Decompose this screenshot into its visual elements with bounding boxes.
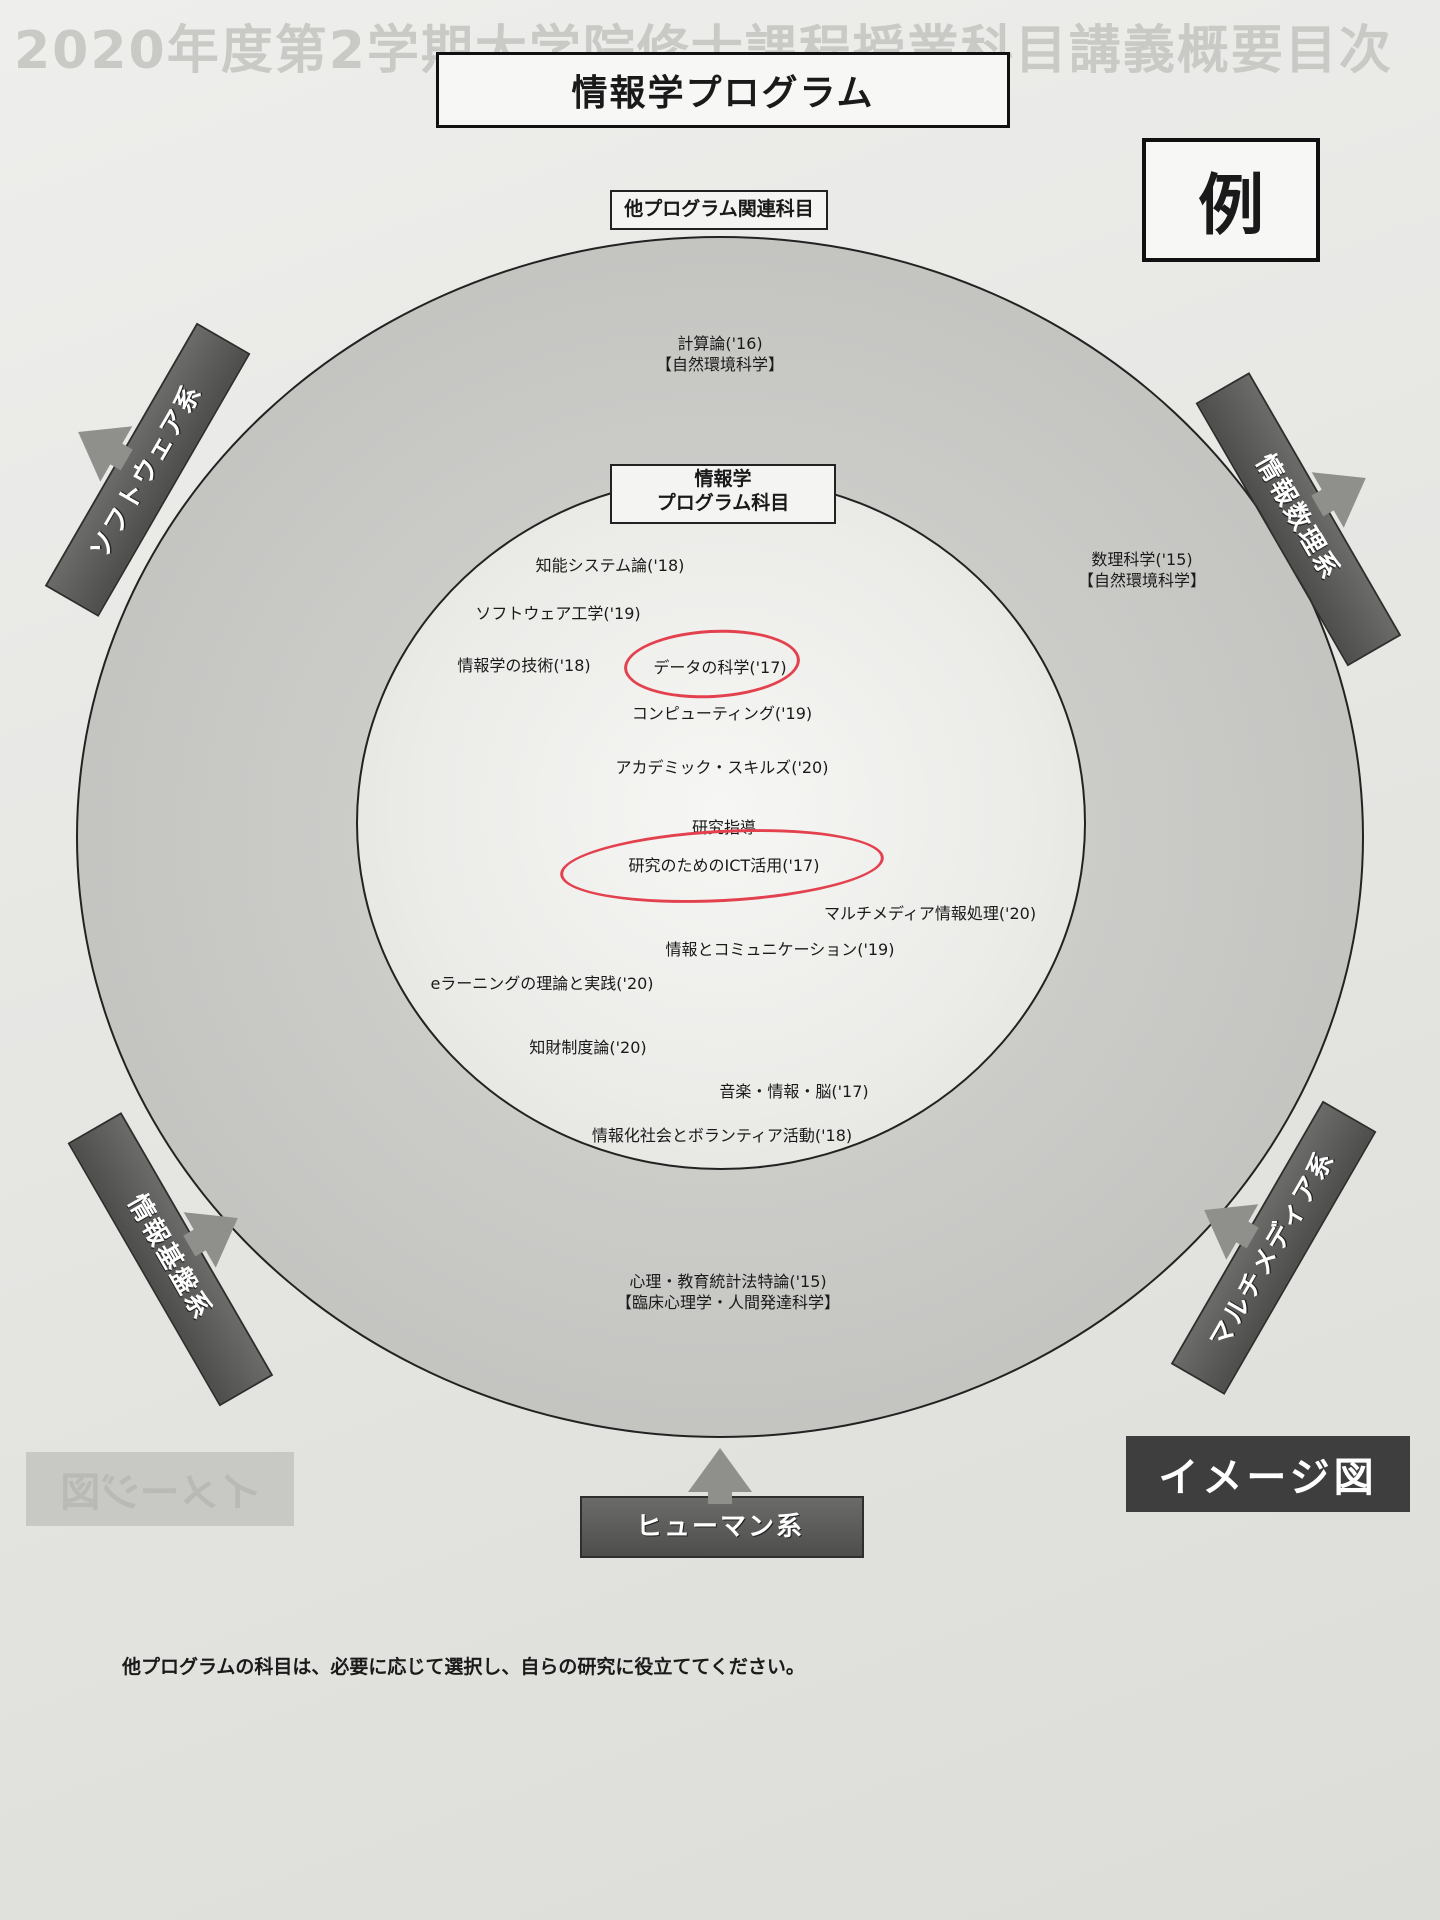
example-mark: 例	[1142, 138, 1320, 262]
course-program: 【自然環境科学】	[655, 354, 785, 374]
outer-ring-label: 他プログラム関連科目	[610, 190, 828, 230]
inner-ring-label: 情報学 プログラム科目	[610, 464, 836, 524]
inner-course: マルチメディア情報処理('20)	[823, 904, 1037, 923]
outer-course-shinri-kyoiku-tokei: 心理・教育統計法特論('15) 【臨床心理学・人間発達科学】	[616, 1272, 840, 1314]
course-name: 心理・教育統計法特論('15)	[629, 1272, 827, 1291]
arrow-head-icon	[688, 1448, 752, 1492]
page-title: 情報学プログラム	[436, 52, 1010, 128]
inner-course: 情報化社会とボランティア活動('18)	[591, 1126, 853, 1145]
inner-course: 知能システム論('18)	[535, 556, 685, 575]
inner-course-highlighted: データの科学('17)	[653, 658, 787, 677]
footer-note: 他プログラムの科目は、必要に応じて選択し、自らの研究に役立ててください。	[122, 1656, 805, 1678]
inner-course: 情報とコミュニケーション('19)	[665, 940, 895, 959]
inner-course-highlighted: 研究のためのICT活用('17)	[628, 856, 820, 875]
inner-ring-label-line1: 情報学	[694, 468, 752, 490]
outer-course-keisanron: 計算論('16) 【自然環境科学】	[656, 334, 784, 376]
system-label: ヒューマン系	[635, 1511, 804, 1542]
inner-course: コンピューティング('19)	[631, 704, 813, 723]
course-program: 【臨床心理学・人間発達科学】	[615, 1292, 841, 1312]
image-label: イメージ図	[1126, 1436, 1410, 1512]
inner-course: アカデミック・スキルズ('20)	[615, 758, 829, 777]
image-label-bleed-through: イメージ図	[26, 1452, 294, 1526]
course-program: 【自然環境科学】	[1077, 570, 1207, 590]
inner-course: eラーニングの理論と実践('20)	[430, 974, 654, 993]
course-name: 数理科学('15)	[1091, 550, 1193, 569]
arrow-stem	[708, 1490, 732, 1504]
course-name: 計算論('16)	[677, 334, 763, 353]
inner-course: ソフトウェア工学('19)	[475, 604, 641, 623]
inner-course: 音楽・情報・脳('17)	[719, 1082, 869, 1101]
arrow-human-system: ヒューマン系	[580, 1448, 864, 1570]
inner-circle-program-courses	[356, 476, 1086, 1170]
inner-course: 研究指導	[691, 818, 757, 837]
inner-course: 情報学の技術('18)	[457, 656, 591, 675]
inner-course: 知財制度論('20)	[529, 1038, 647, 1057]
inner-ring-label-line2: プログラム科目	[656, 491, 790, 514]
outer-course-suri-kagaku: 数理科学('15) 【自然環境科学】	[1078, 550, 1206, 592]
